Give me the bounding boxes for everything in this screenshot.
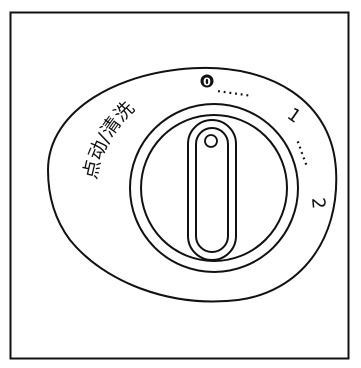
knob-icon[interactable] [187,119,237,261]
outer-frame [9,11,350,360]
position-zero-icon: 0 [200,74,214,89]
position-two-label: 2 [307,197,329,210]
separator-dots-0-1: ...... [215,76,252,102]
pulse-clean-label: 点动/清洗 [79,97,139,181]
svg-text:0: 0 [203,76,211,89]
position-one-label: 1 [283,104,304,128]
dial-inner-ring [140,114,288,262]
dial-outer-ring [129,103,299,273]
knob-indicator-dot [204,134,218,148]
control-panel-outline [46,66,338,303]
separator-dots-1-2: ..... [291,135,321,169]
